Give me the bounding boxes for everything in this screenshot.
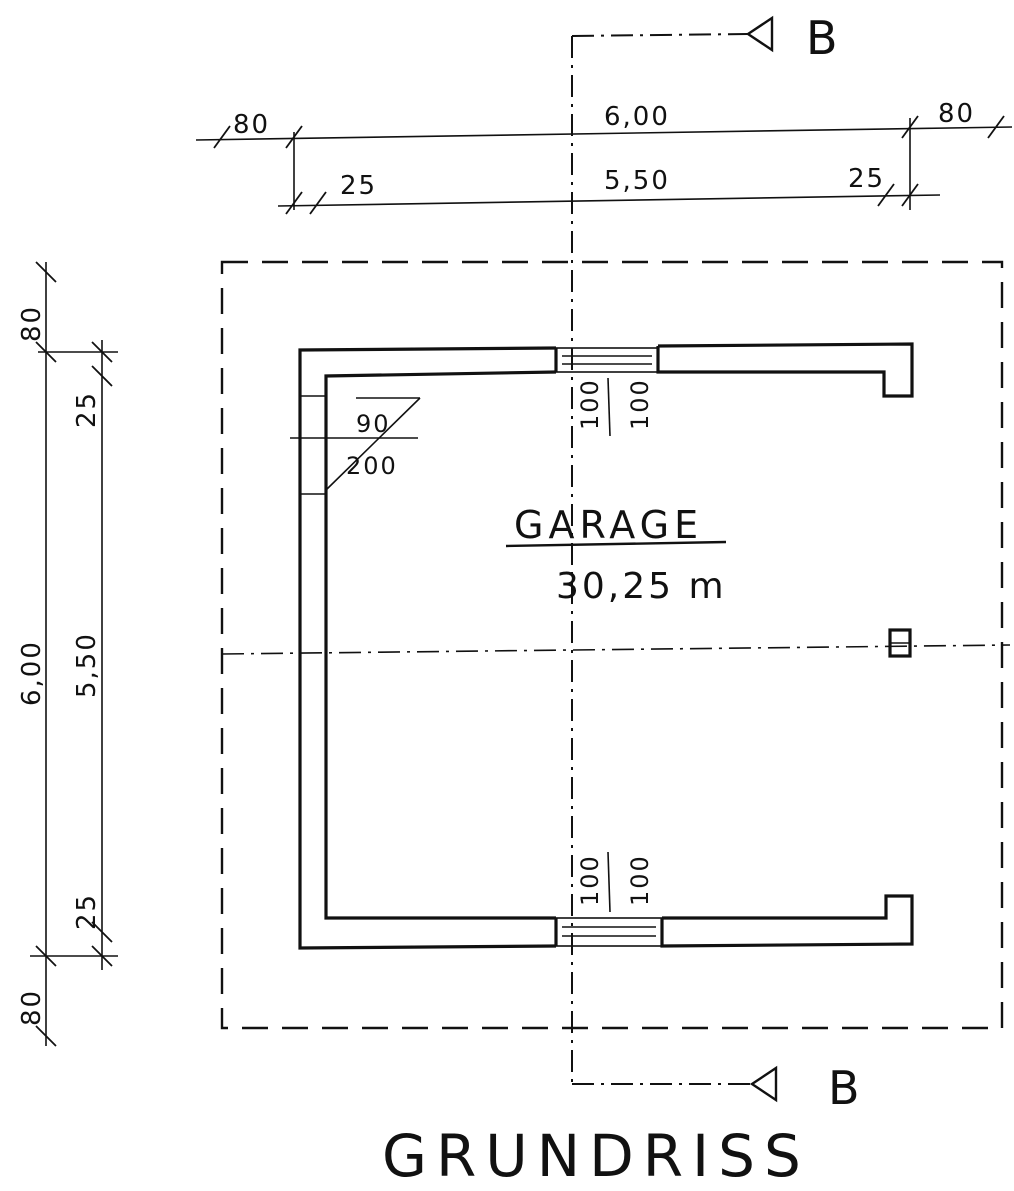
horizontal-dimension-chain bbox=[195, 115, 1013, 215]
dim-h-overhang-left: 80 bbox=[233, 110, 270, 140]
dim-v-wall-top: 25 bbox=[72, 391, 102, 428]
dim-v-total: 6,00 bbox=[17, 640, 47, 706]
window-bottom bbox=[555, 851, 663, 947]
garage-walls bbox=[298, 342, 914, 950]
dim-v-wall-bottom: 25 bbox=[72, 893, 102, 930]
horizontal-axis-line bbox=[221, 644, 1011, 655]
dim-h-overhang-right: 80 bbox=[938, 99, 975, 129]
dim-v-inner: 5,50 bbox=[72, 632, 102, 698]
dim-h-wall-left: 25 bbox=[340, 171, 377, 201]
window-bottom-height: 100 bbox=[626, 854, 654, 906]
window-bottom-width: 100 bbox=[576, 854, 604, 906]
door-height: 200 bbox=[346, 452, 398, 480]
section-marker-top-label: B bbox=[806, 11, 838, 65]
door-width: 90 bbox=[356, 410, 391, 438]
dim-h-inner: 5,50 bbox=[604, 166, 670, 196]
dim-h-total: 6,00 bbox=[604, 102, 670, 132]
window-top-height: 100 bbox=[626, 378, 654, 430]
room-area: 30,25 m bbox=[556, 566, 727, 607]
section-marker-bottom-arrow bbox=[749, 1065, 778, 1103]
window-top-width: 100 bbox=[576, 378, 604, 430]
door-annotation bbox=[290, 397, 421, 491]
dim-v-overhang-bottom: 80 bbox=[17, 989, 47, 1026]
vertical-dimension-chain bbox=[30, 261, 118, 1047]
section-marker-top-arrow bbox=[745, 15, 774, 53]
drawing-title: GRUNDRISS bbox=[382, 1122, 810, 1190]
window-top bbox=[555, 347, 659, 437]
room-name-underline bbox=[505, 540, 727, 548]
section-marker-bottom-label: B bbox=[828, 1061, 860, 1115]
dim-v-overhang-top: 80 bbox=[17, 305, 47, 342]
dim-h-wall-right: 25 bbox=[848, 164, 885, 194]
room-name: GARAGE bbox=[514, 503, 703, 547]
